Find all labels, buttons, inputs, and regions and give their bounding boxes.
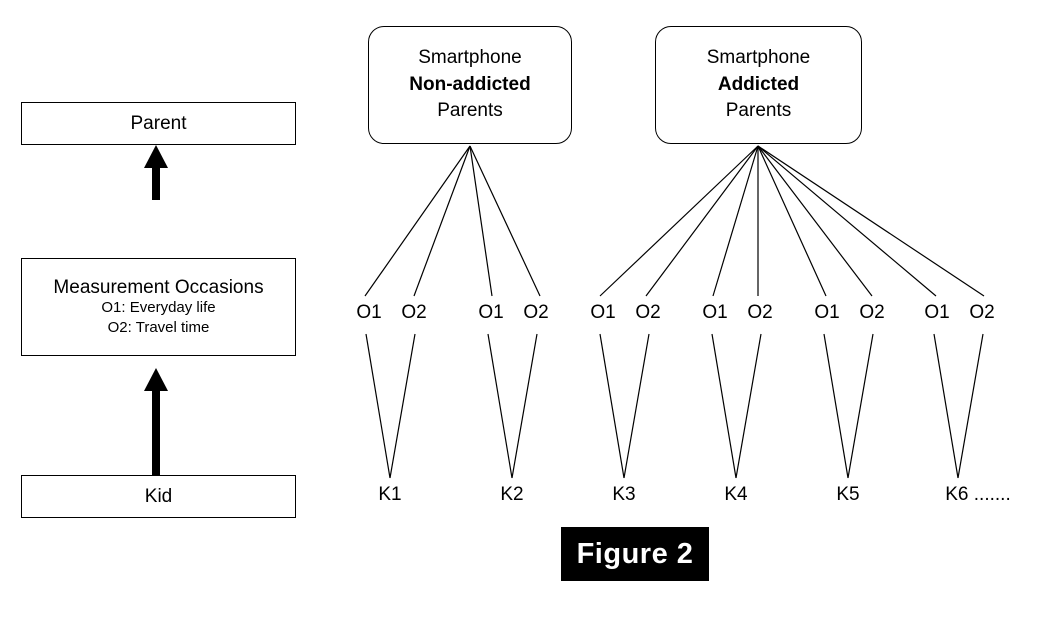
- edge-o2-to-k3: [623, 333, 650, 479]
- edge-o1-to-k4: [711, 333, 737, 479]
- kid-label-k4: K4: [724, 484, 748, 505]
- edge-addicted-to-o1f: [757, 145, 937, 297]
- arrow-measurement-to-parent: [144, 145, 168, 200]
- edge-nonaddicted-to-o2b: [469, 145, 541, 297]
- edge-addicted-to-o1e: [757, 145, 827, 297]
- occasion-label-o1-k3: O1: [590, 302, 616, 323]
- occasion-label-o2-k4: O2: [747, 302, 773, 323]
- group-box-non-addicted: Smartphone Non-addicted Parents: [368, 26, 572, 144]
- parent-box: Parent: [21, 102, 296, 145]
- group-non-addicted-line3: Parents: [437, 100, 503, 122]
- group-non-addicted-line2: Non-addicted: [409, 73, 531, 95]
- occasion-label-o2-k6: O2: [969, 302, 995, 323]
- arrow-kid-to-measurement: [144, 368, 168, 475]
- measurement-box-title: Measurement Occasions: [53, 276, 264, 298]
- edge-o1-to-k1: [365, 333, 391, 479]
- occasion-label-o1-k1: O1: [356, 302, 382, 323]
- measurement-box-line1: O1: Everyday life: [101, 299, 216, 317]
- group-addicted-line2: Addicted: [717, 73, 800, 95]
- edge-o1-to-k6: [933, 333, 959, 479]
- edge-o1-to-k3: [599, 333, 625, 479]
- kid-box: Kid: [21, 475, 296, 518]
- parent-box-label: Parent: [130, 112, 187, 134]
- occasion-label-o2-k2: O2: [523, 302, 549, 323]
- kid-label-k6: K6 .......: [945, 484, 1011, 505]
- edge-nonaddicted-to-o2a: [413, 145, 471, 297]
- edge-addicted-to-o1c: [599, 145, 759, 297]
- edge-nonaddicted-to-o1a: [364, 145, 471, 297]
- occasion-label-o2-k5: O2: [859, 302, 885, 323]
- figure-caption: Figure 2: [561, 527, 709, 581]
- occasion-label-o2-k3: O2: [635, 302, 661, 323]
- kid-label-k5: K5: [836, 484, 860, 505]
- measurement-box-line2: O2: Travel time: [107, 318, 210, 336]
- edge-addicted-to-o2e: [757, 145, 873, 297]
- occasion-label-o1-k6: O1: [924, 302, 950, 323]
- edge-addicted-to-o2c: [645, 145, 759, 297]
- kid-label-k3: K3: [612, 484, 636, 505]
- edge-o2-to-k1: [389, 333, 416, 479]
- occasion-label-o1-k5: O1: [814, 302, 840, 323]
- group-addicted-line3: Parents: [725, 100, 792, 122]
- occasion-label-o1-k4: O1: [702, 302, 728, 323]
- edge-o1-to-k2: [487, 333, 513, 479]
- kid-label-k2: K2: [500, 484, 524, 505]
- edge-addicted-to-o2f: [757, 145, 985, 297]
- kid-label-k1: K1: [378, 484, 402, 505]
- edge-nonaddicted-to-o1b: [469, 145, 493, 297]
- edge-o2-to-k5: [847, 333, 874, 479]
- occasion-label-o2-k1: O2: [401, 302, 427, 323]
- edge-o1-to-k5: [823, 333, 849, 479]
- edge-addicted-to-o1d: [712, 145, 759, 297]
- group-addicted-line1: Smartphone: [706, 46, 811, 68]
- edge-o2-to-k4: [735, 333, 762, 479]
- occasion-label-o1-k2: O1: [478, 302, 504, 323]
- measurement-occasions-box: Measurement Occasions O1: Everyday life …: [21, 258, 296, 356]
- edge-o2-to-k6: [957, 333, 984, 479]
- group-non-addicted-line1: Smartphone: [418, 46, 522, 68]
- edge-o2-to-k2: [511, 333, 538, 479]
- group-box-addicted: Smartphone Addicted Parents: [655, 26, 862, 144]
- kid-box-label: Kid: [144, 485, 173, 507]
